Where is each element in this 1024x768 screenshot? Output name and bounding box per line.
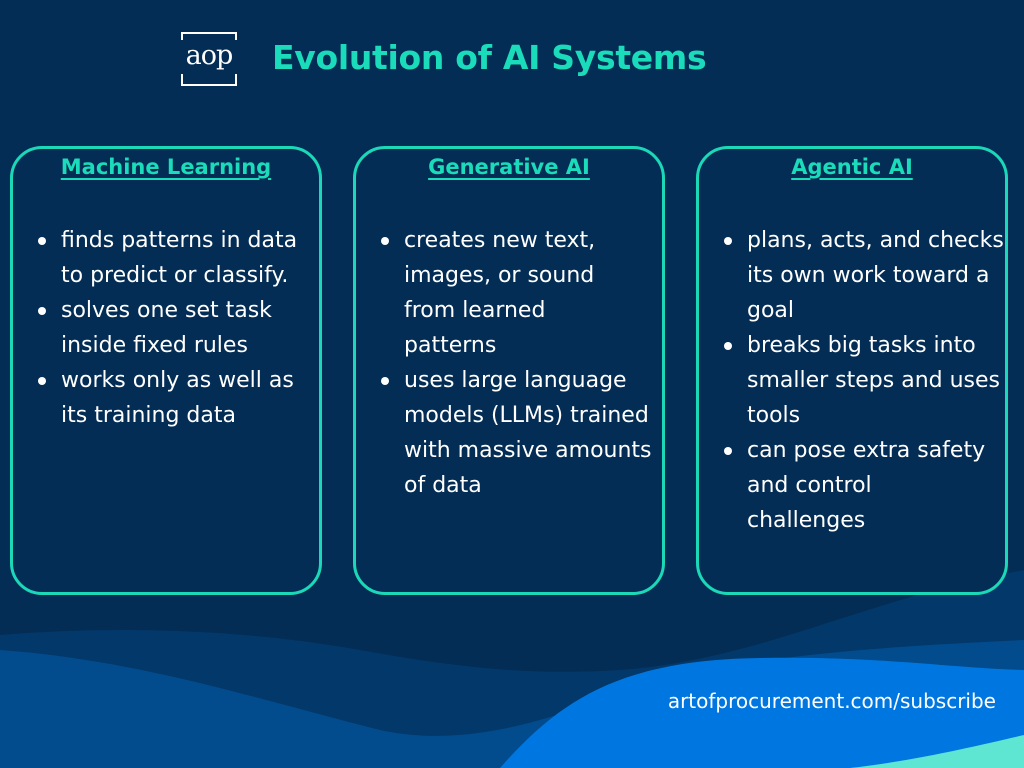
list-item: works only as well as its training data [38,363,311,433]
card-title: Machine Learning [60,155,272,179]
page-title: Evolution of AI Systems [272,38,707,77]
wave-front [500,657,1024,768]
list-item: finds patterns in data to predict or cla… [38,223,301,293]
list-item: uses large language models (LLMs) traine… [381,363,669,503]
list-item: can pose extra safety and control challe… [724,433,987,538]
list-item: creates new text, images, or sound from … [381,223,629,363]
bullet-list: finds patterns in data to predict or cla… [37,223,311,433]
card-title: Generative AI [428,155,590,179]
list-item: plans, acts, and checks its own work tow… [724,223,1009,328]
bullet-list: plans, acts, and checks its own work tow… [723,223,1015,538]
aop-logo: aop [181,32,237,86]
list-item: breaks big tasks into smaller steps and … [724,328,1015,433]
subscribe-link[interactable]: artofprocurement.com/subscribe [667,689,996,713]
list-item: solves one set task inside fixed rules [38,293,301,363]
card-generative-ai: Generative AI creates new text, images, … [353,146,665,595]
card-machine-learning: Machine Learning finds patterns in data … [10,146,322,595]
card-agentic-ai: Agentic AI plans, acts, and checks its o… [696,146,1008,595]
wave-teal [850,735,1024,768]
card-title: Agentic AI [791,155,913,179]
bullet-list: creates new text, images, or sound from … [380,223,669,503]
